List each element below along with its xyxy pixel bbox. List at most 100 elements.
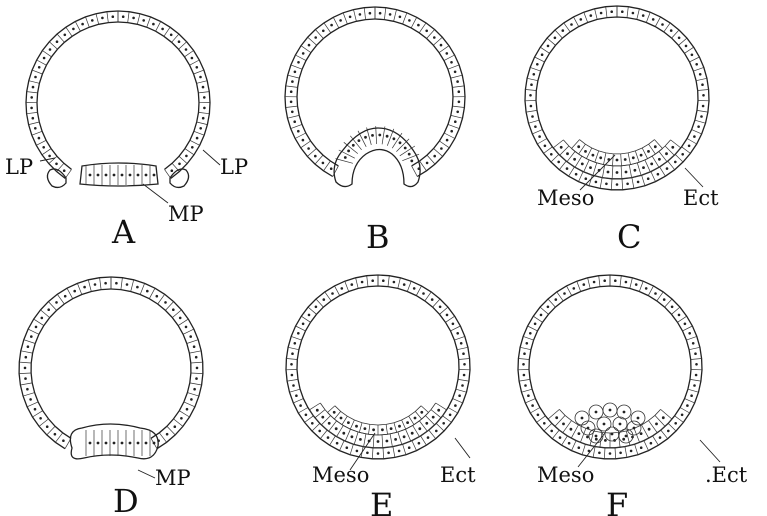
cell-wall [582,444,585,455]
cell-nucleus [333,411,336,414]
panel-e [286,275,470,459]
medial-plate-d [70,424,158,459]
cell-nucleus [609,409,612,412]
cell-nucleus [101,17,104,20]
cell-nucleus [322,30,325,33]
cell-nucleus [700,115,703,118]
cell-wall [528,326,538,331]
cell-wall [309,403,320,410]
cell-nucleus [562,29,565,32]
cell-nucleus [609,452,612,455]
cell-nucleus [702,105,705,108]
cell-nucleus [585,177,588,180]
cell-wall [345,429,350,441]
panel-letter-d: D [113,482,139,516]
cell-nucleus [523,352,526,355]
cell-wall [382,435,383,448]
cell-nucleus [406,421,409,424]
label-lp-left: LP [5,155,33,179]
cell-nucleus [645,287,648,290]
cell-nucleus [404,147,407,150]
cell-nucleus [541,53,544,56]
ectoderm-inner-wall [297,286,459,448]
cell-wall [140,283,144,294]
cell-nucleus [356,450,359,453]
cell-nucleus [603,279,606,282]
cell-wall [552,430,559,439]
cell-nucleus [702,94,705,97]
cell-nucleus [190,398,193,401]
cell-wall [400,146,415,156]
cell-wall [19,373,31,374]
cell-nucleus [610,10,613,13]
cell-wall [398,278,401,289]
cell-nucleus [316,409,319,412]
cell-nucleus [137,174,140,177]
cell-nucleus [674,422,677,425]
cell-nucleus [64,295,67,298]
cell-wall [286,86,298,88]
cell-wall [458,379,469,381]
cell-wall [572,441,577,451]
cell-wall [588,278,591,289]
cell-nucleus [590,14,593,17]
cell-nucleus [89,442,92,445]
cell-nucleus [626,183,629,186]
cell-nucleus [531,404,534,407]
cell-nucleus [433,36,436,39]
cell-wall [393,447,395,458]
label-meso-e: Meso [312,463,369,487]
cell-nucleus [381,428,384,431]
cell-wall [179,156,187,163]
cell-nucleus [604,439,607,442]
cell-nucleus [314,36,317,39]
cell-nucleus [536,63,539,66]
cell-wall [39,419,48,427]
cell-wall [179,411,189,417]
cell-nucleus [382,279,385,282]
cell-nucleus [166,433,169,436]
cell-wall [27,92,38,93]
cell-wall [86,17,90,27]
lp-right-leader [203,150,220,165]
cell-wall [665,299,672,307]
cell-nucleus [437,409,440,412]
cell-nucleus [399,141,402,144]
label-meso-c: Meso [537,186,594,210]
cell-nucleus [105,442,108,445]
cell-wall [291,336,301,340]
cell-nucleus [650,442,653,445]
cell-wall [290,389,301,392]
cell-wall [199,112,210,113]
cell-wall [689,347,700,349]
cell-wall [343,13,347,24]
cell-nucleus [55,301,58,304]
cell-wall [695,120,706,123]
cell-wall [693,67,703,71]
cell-nucleus [632,12,635,15]
cell-nucleus [431,298,434,301]
cell-nucleus [366,452,369,455]
cell-nucleus [203,107,206,110]
cell-wall [287,379,298,381]
cell-nucleus [650,163,653,166]
cell-wall [29,81,40,84]
cell-wall [337,426,344,437]
cell-nucleus [202,117,205,120]
cell-nucleus [30,96,33,99]
cell-nucleus [450,130,453,133]
cell-nucleus [145,442,148,445]
cell-nucleus [318,430,321,433]
invaginating-cup [334,128,420,187]
panel-letter-f: F [606,486,628,516]
ectoderm-outer-wall [19,277,111,449]
cell-nucleus [136,286,139,289]
cell-nucleus [38,137,41,140]
cell-nucleus [344,156,347,159]
cell-wall [690,379,701,381]
ectoderm-inner-wall [118,22,199,169]
ectoderm-inner-wall [297,19,375,166]
cell-nucleus [30,335,33,338]
cell-wall [159,433,166,443]
cell-wall [121,278,123,290]
